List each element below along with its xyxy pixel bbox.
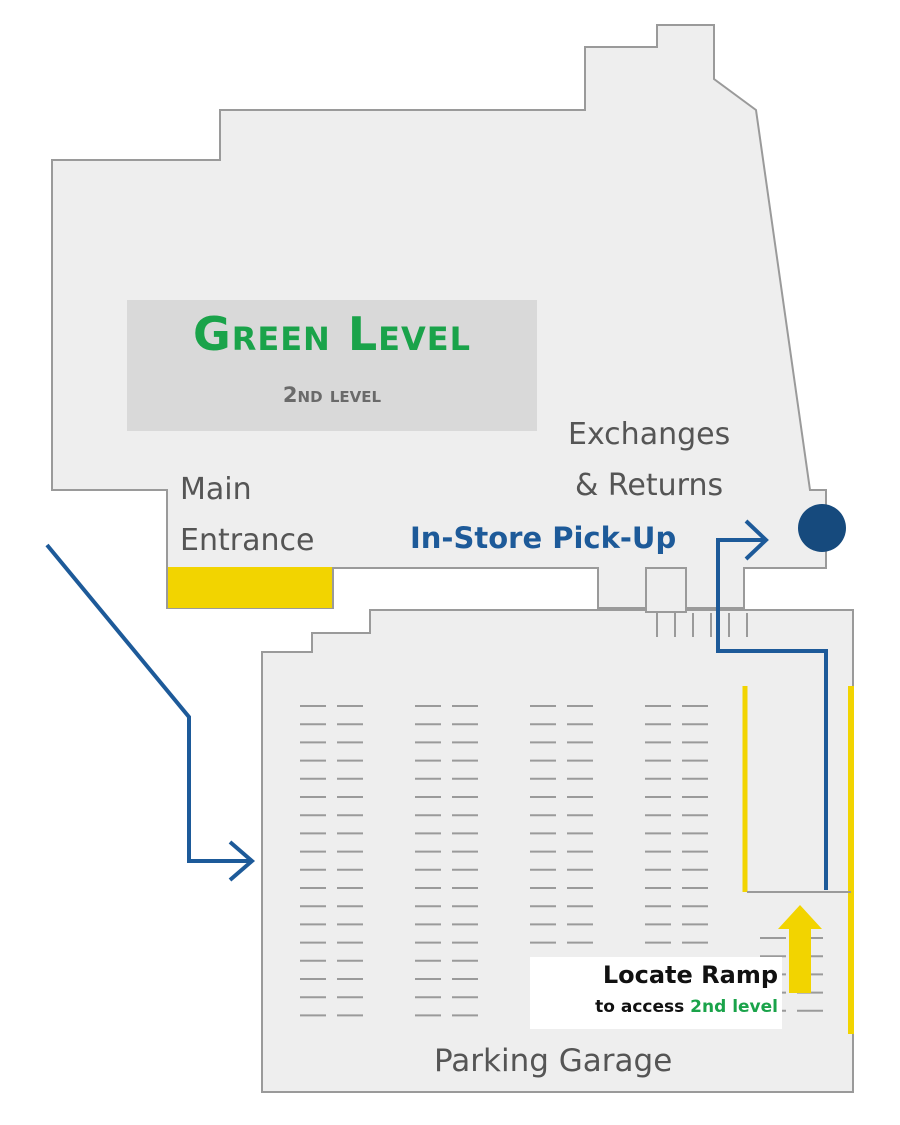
pickup-arrow-icon [744, 519, 769, 561]
ramp-callout-subtitle: to access 2nd level [595, 999, 778, 1016]
pickup-location-marker-icon [798, 504, 846, 552]
ramp-up-arrow-icon [778, 905, 822, 993]
ramp-callout-title: Locate Ramp [602, 961, 778, 989]
entrance-marker-icon [168, 567, 332, 608]
level-title: Green Level [192, 307, 472, 361]
exchanges-returns-label-line1: Exchanges [568, 417, 731, 452]
route-arrow-icon [228, 840, 256, 882]
connector-stairs [656, 613, 748, 637]
route-to-garage [45, 543, 252, 863]
level-label-box [127, 300, 537, 431]
main-entrance-label-line2: Entrance [180, 523, 315, 558]
route-to-pickup [716, 538, 828, 890]
garage-connector [645, 567, 687, 613]
ramp-callout-sub-highlight: 2nd level [690, 997, 778, 1017]
in-store-pickup-label: In-Store Pick-Up [410, 521, 677, 555]
ramp-callout-sub-prefix: to access [595, 997, 691, 1017]
exchanges-returns-label-line2: & Returns [575, 468, 724, 503]
ramp-callout: Locate Ramp to access 2nd level [530, 957, 782, 1029]
main-entrance-label-line1: Main [180, 472, 252, 507]
parking-garage-label: Parking Garage [434, 1043, 673, 1079]
level-subtitle: 2ND LEVEL [282, 383, 382, 407]
